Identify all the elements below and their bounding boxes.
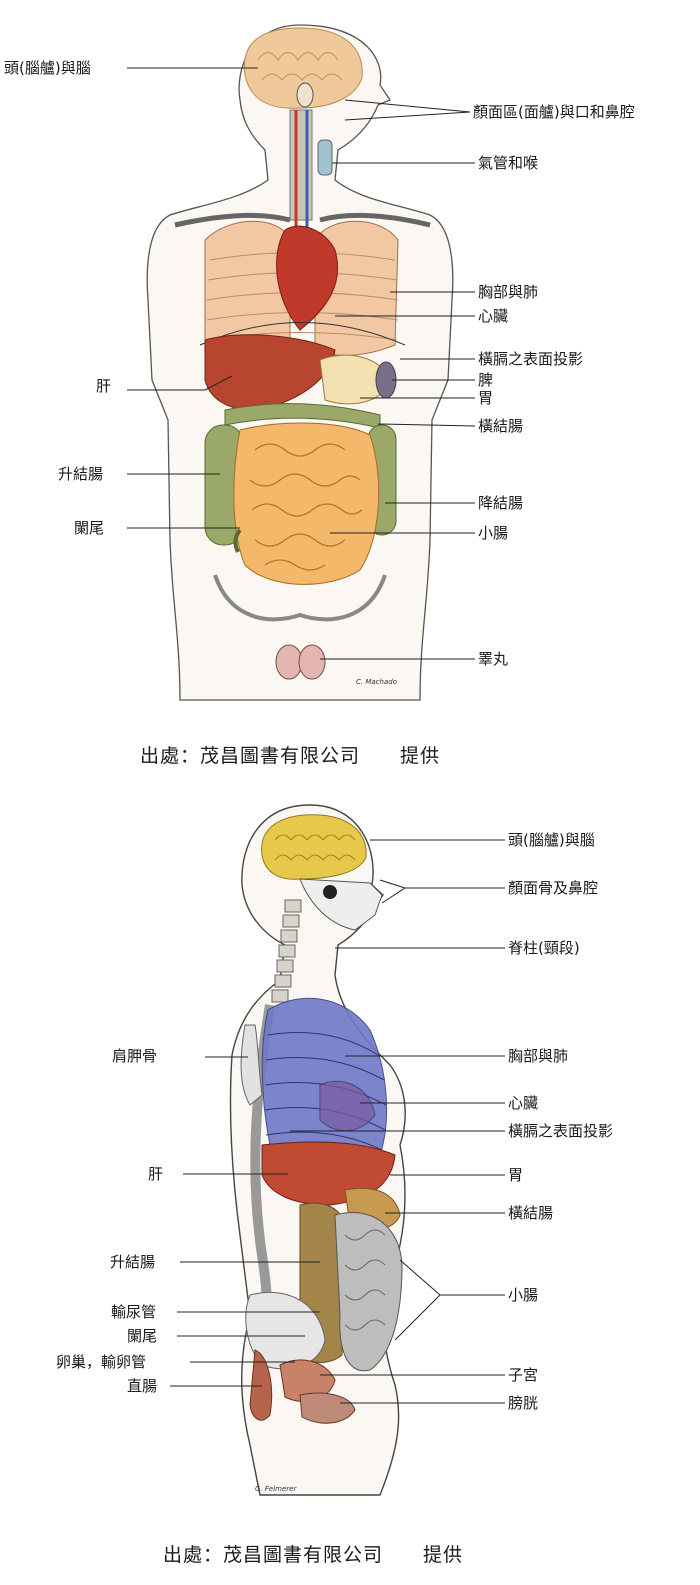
label-side-small-intestine: 小腸	[508, 1286, 539, 1304]
side-leader-lines	[170, 839, 505, 1404]
spine-shape	[271, 899, 302, 1003]
diaphragm-line	[199, 322, 406, 346]
side-anatomy-illustration	[170, 804, 505, 1496]
label-side-cervical-spine: 脊柱(頸段)	[508, 939, 580, 957]
side-heart-shape	[319, 1080, 376, 1132]
front-view-panel: 頭(腦艫)與腦 顏面區(面艫)與口和鼻腔 氣管和喉 胸部與肺 心臟 橫膈之表面投…	[0, 0, 700, 780]
label-side-ascending-colon: 升結腸	[110, 1253, 156, 1271]
right-testis-shape	[298, 644, 326, 680]
label-front-stomach: 胃	[478, 389, 494, 407]
label-front-spleen: 脾	[478, 371, 494, 389]
liver-shape	[204, 334, 336, 411]
label-side-stomach: 胃	[508, 1166, 524, 1184]
side-brain-shape	[261, 814, 367, 880]
label-front-descending-colon: 降結腸	[478, 494, 524, 512]
label-front-small-intestine: 小腸	[478, 524, 509, 542]
label-side-ureter: 輸尿管	[111, 1303, 157, 1321]
label-front-ascending-colon: 升結腸	[58, 465, 104, 483]
uterus-shape	[279, 1359, 336, 1402]
side-intestine-coils	[344, 1229, 386, 1331]
label-side-head-brain: 頭(腦艫)與腦	[508, 831, 595, 849]
label-front-liver: 肝	[96, 377, 112, 395]
bladder-shape	[299, 1392, 356, 1424]
label-side-appendix: 闌尾	[127, 1327, 158, 1345]
label-front-appendix: 闌尾	[74, 519, 105, 537]
orbit-shape	[323, 885, 337, 899]
label-front-transverse-colon: 橫結腸	[478, 417, 524, 435]
facial-bones-shape	[299, 878, 383, 931]
intestine-coils	[249, 443, 363, 571]
label-front-face: 顏面區(面艫)與口和鼻腔	[473, 103, 635, 121]
heart-shape	[276, 225, 339, 331]
label-front-diaphragm: 橫膈之表面投影	[478, 350, 584, 368]
brain-folds	[257, 52, 343, 81]
label-side-ovary-tube: 卵巢，輸卵管	[56, 1353, 147, 1371]
cervical-spine-shape	[289, 109, 313, 221]
label-side-rectum: 直腸	[127, 1377, 158, 1395]
pelvis-shape	[213, 574, 387, 622]
label-front-head-brain: 頭(腦艫)與腦	[4, 59, 91, 77]
front-anatomy-illustration	[127, 24, 476, 701]
label-side-chest-lungs: 胸部與肺	[508, 1047, 569, 1065]
scapula-shape	[240, 1024, 263, 1106]
front-source-caption: 出處：茂昌圖書有限公司 提供	[140, 745, 441, 767]
label-front-chest-lungs: 胸部與肺	[478, 283, 539, 301]
larynx-shape	[317, 139, 333, 176]
label-front-heart: 心臟	[478, 307, 509, 325]
front-artist-signature: C. Machado	[356, 678, 397, 686]
left-testis-shape	[275, 644, 303, 680]
rectum-shape	[249, 1349, 273, 1421]
side-view-panel: 頭(腦艫)與腦 顏面骨及鼻腔 脊柱(頸段) 肩胛骨 胸部與肺 心臟 橫膈之表面投…	[0, 795, 700, 1585]
clavicle-shape	[174, 212, 431, 228]
side-lung-shape	[261, 997, 388, 1161]
label-side-uterus: 子宮	[508, 1366, 539, 1384]
brain-shape	[243, 27, 363, 109]
appendix-shape	[233, 528, 242, 553]
small-intestine-shape	[233, 422, 380, 585]
front-leader-lines	[127, 67, 476, 660]
side-artist-signature: G. Felmerer	[255, 1485, 297, 1493]
label-side-facial-bones: 顏面骨及鼻腔	[508, 879, 599, 897]
label-side-transverse-colon: 橫結腸	[508, 1204, 554, 1222]
label-front-trachea: 氣管和喉	[478, 154, 539, 172]
side-brain-folds	[274, 834, 356, 861]
label-side-diaphragm: 橫膈之表面投影	[508, 1122, 614, 1140]
label-side-liver: 肝	[148, 1165, 164, 1183]
side-source-caption: 出處：茂昌圖書有限公司 提供	[163, 1544, 464, 1566]
label-front-testis: 睪丸	[478, 650, 509, 668]
ear-shape	[296, 82, 314, 108]
label-side-bladder: 膀胱	[508, 1394, 539, 1412]
label-side-scapula: 肩胛骨	[112, 1047, 158, 1065]
label-side-heart: 心臟	[508, 1094, 539, 1112]
